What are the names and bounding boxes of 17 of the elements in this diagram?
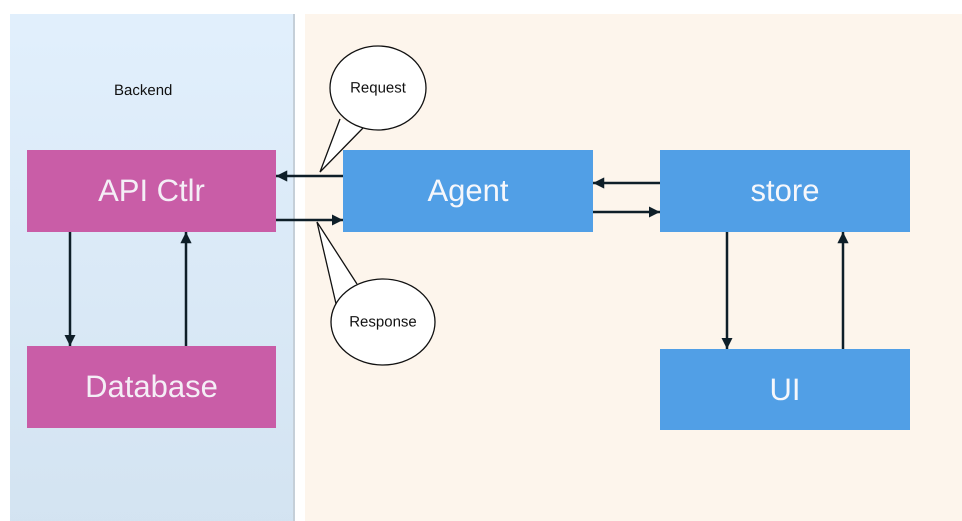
process-box: Database <box>27 346 276 428</box>
process-box: store <box>660 150 910 232</box>
arrow <box>180 232 192 346</box>
bubble-label: Request <box>350 80 406 96</box>
arrow <box>837 232 849 349</box>
process-box: UI <box>660 349 910 430</box>
arrow <box>276 170 343 182</box>
bubble-label: Response <box>349 314 417 330</box>
arrow <box>276 214 343 226</box>
arrow <box>593 177 660 189</box>
backend-panel <box>10 14 295 521</box>
process-box: API Ctlr <box>27 150 276 232</box>
arrow <box>593 206 660 218</box>
process-box: Agent <box>343 150 593 232</box>
panel-title: Backend <box>114 82 172 99</box>
arrow <box>721 232 733 349</box>
arrow <box>64 232 76 346</box>
